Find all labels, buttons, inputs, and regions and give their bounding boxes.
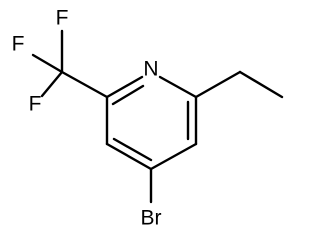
bond-c4-c5 [149,142,198,171]
nitrogen-atom-label: N [143,58,158,81]
bond-n-c2-inner [111,84,145,106]
bond-cf3-f1 [31,53,64,74]
molecule-structure: N Br F F F [12,7,284,230]
bond-c3-c4 [105,142,153,171]
bond-cf3-f3 [40,70,64,98]
fluorine-atom-label-left: F [12,33,25,56]
bond-c3-c4-inner [112,137,153,162]
fluorine-atom-label-top: F [56,7,69,30]
bond-c6-ethyl [194,70,242,99]
bond-c2-cf3 [60,70,109,99]
bond-n-c2 [105,75,144,99]
bond-c6-n [158,75,198,99]
bromine-atom-label: Br [141,207,162,230]
bond-ethyl-ch3 [238,70,284,99]
fluorine-atom-label-bottom: F [29,93,42,116]
